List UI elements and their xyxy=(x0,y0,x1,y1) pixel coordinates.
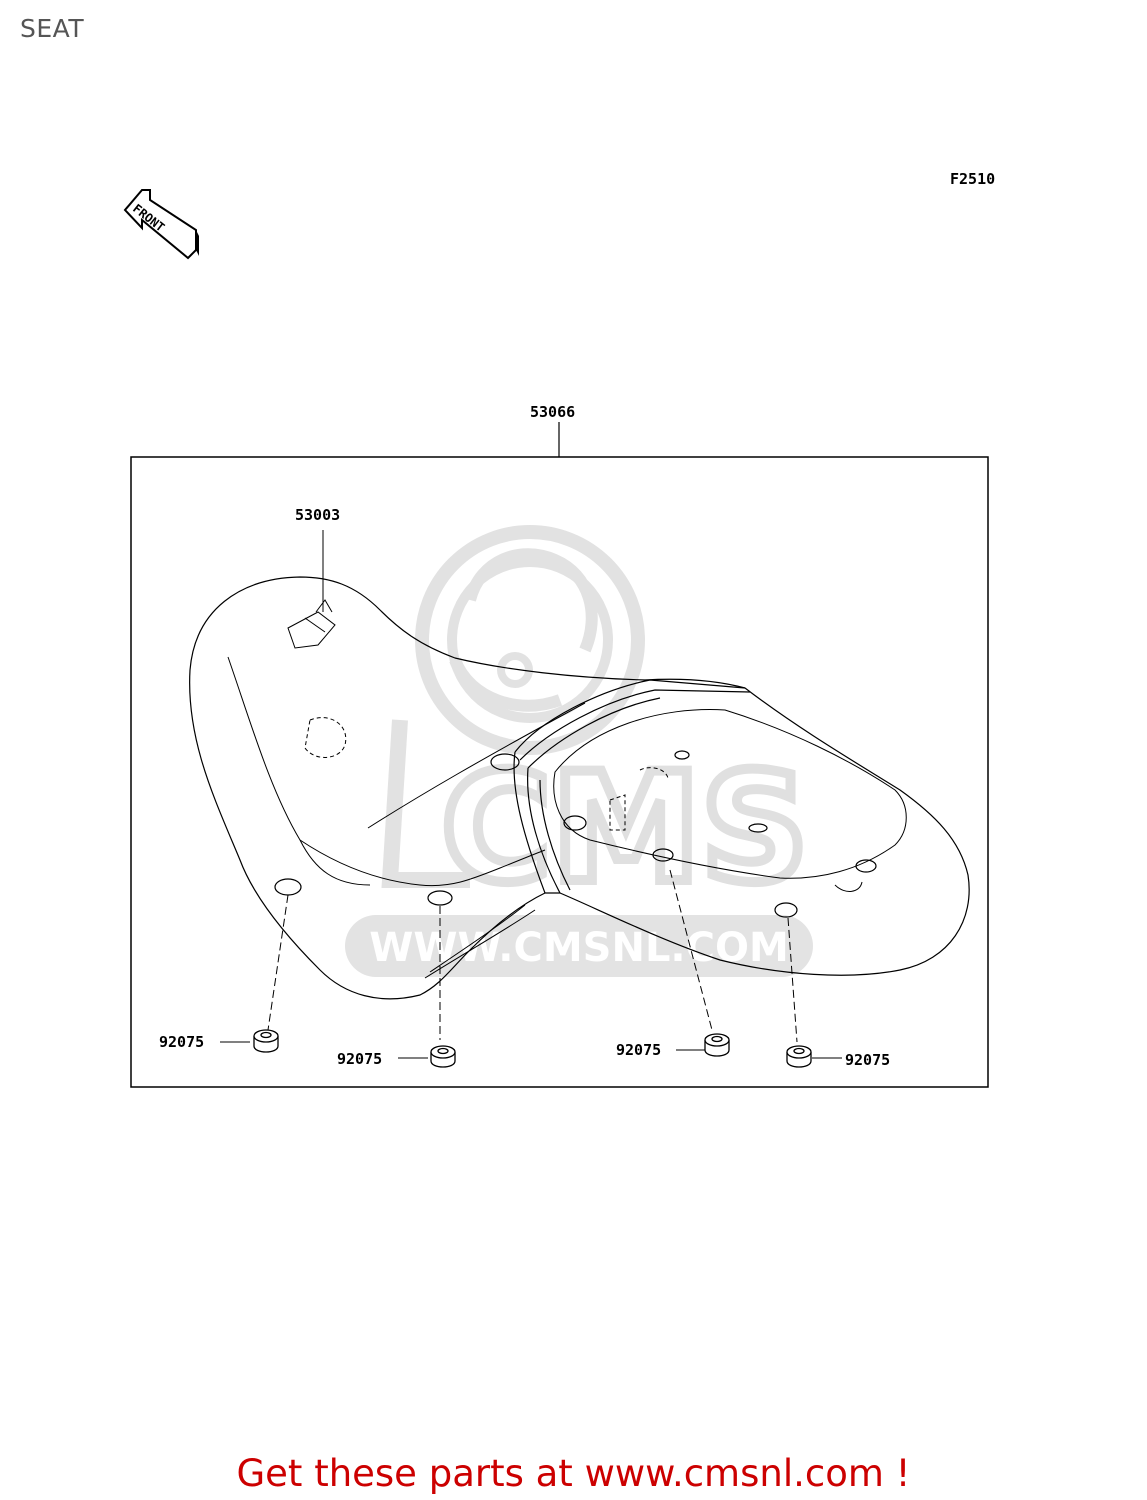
diagram-code: F2510 xyxy=(950,170,995,188)
front-arrow-icon: FRONT xyxy=(123,189,199,260)
damper-icons xyxy=(253,1029,812,1068)
footer-cta-link[interactable]: Get these parts at www.cmsnl.com ! xyxy=(236,1452,911,1495)
damper-3-icon xyxy=(704,1033,730,1057)
leader-lines xyxy=(220,530,842,1059)
assembly-frame xyxy=(130,422,989,1088)
part-label-92075: 92075 xyxy=(337,1050,382,1068)
damper-1-icon xyxy=(253,1029,279,1053)
damper-4-icon xyxy=(786,1045,812,1068)
cmsnl-watermark xyxy=(381,525,645,888)
damper-2-icon xyxy=(430,1045,456,1068)
part-label-92075: 92075 xyxy=(616,1041,661,1059)
seat-drawing xyxy=(189,576,970,1000)
part-label-53066: 53066 xyxy=(530,403,575,421)
watermark-url: WWW.CMSNL.COM xyxy=(369,925,789,971)
page-title: SEAT xyxy=(20,14,85,43)
part-label-92075: 92075 xyxy=(845,1051,890,1069)
part-label-92075: 92075 xyxy=(159,1033,204,1051)
part-label-53003: 53003 xyxy=(295,506,340,524)
watermark-url-bar xyxy=(345,915,813,977)
